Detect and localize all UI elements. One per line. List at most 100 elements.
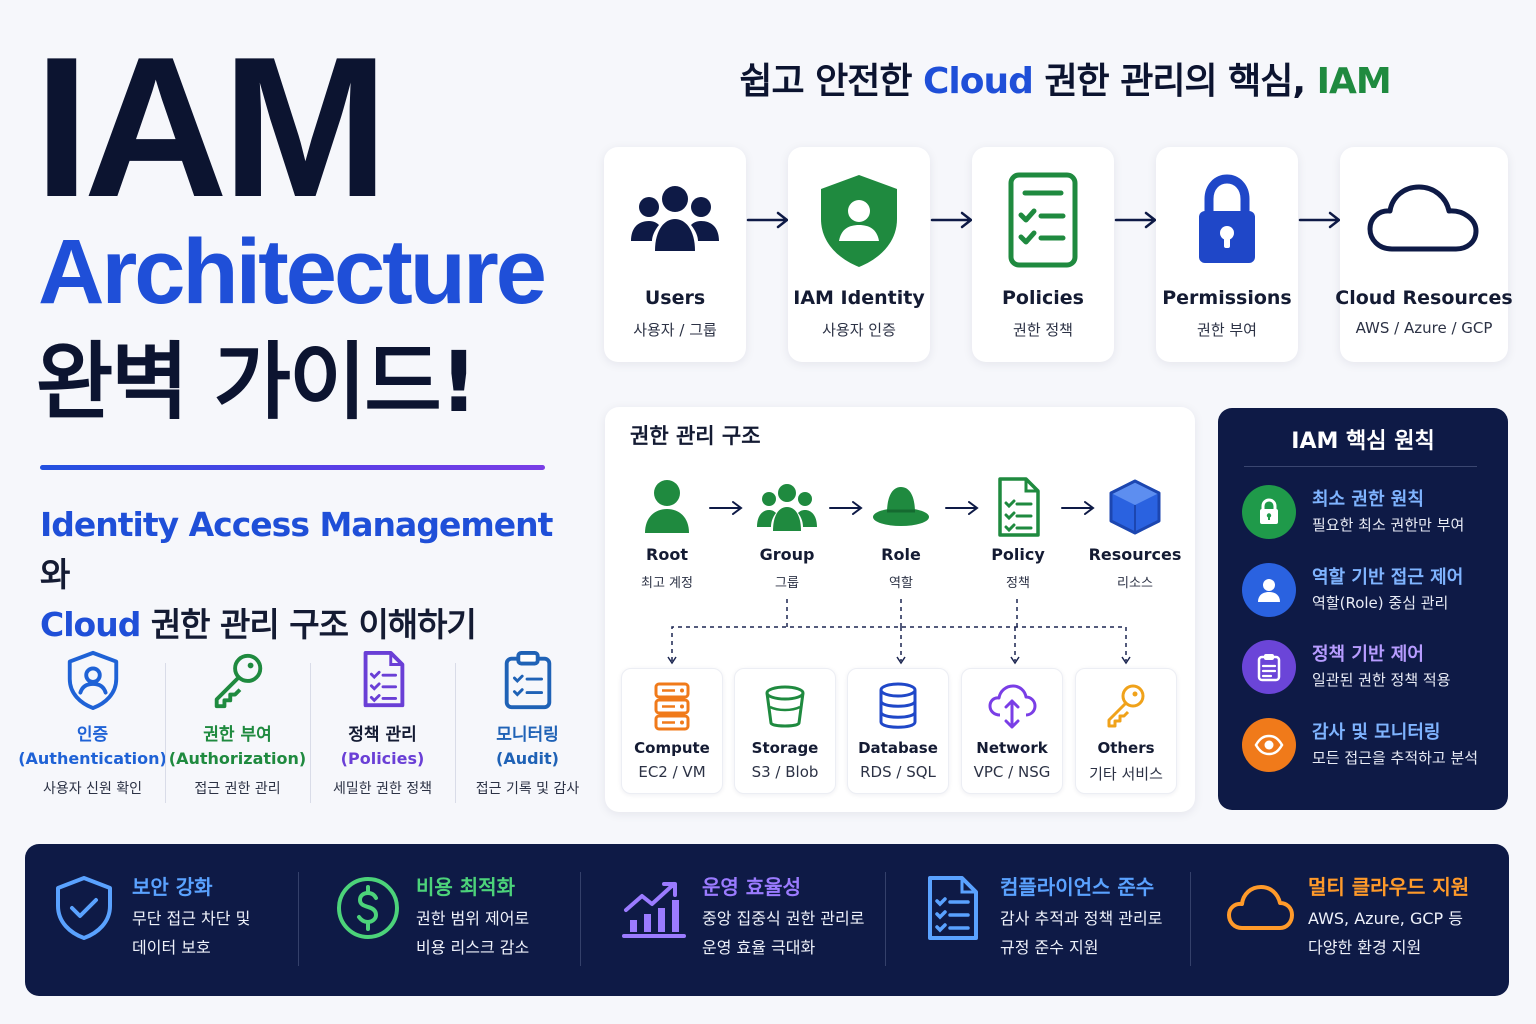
bucket-icon [765, 685, 805, 728]
principle-icon-circle [1242, 485, 1296, 539]
principles-divider [1244, 466, 1477, 467]
node-group: Group 그룹 [732, 475, 842, 591]
feature-policies: 정책 관리 (Policies) 세밀한 권한 정책 [310, 645, 455, 815]
feature-audit: 모니터링 (Audit) 접근 기록 및 감사 [455, 645, 600, 815]
benefit-efficiency: 운영 효율성 중앙 집중식 권한 관리로 운영 효율 극대화 [620, 870, 864, 970]
node-label: Policy [991, 545, 1045, 564]
arrow-right-icon [1298, 211, 1341, 229]
principles-title: IAM 핵심 원칙 [1291, 429, 1435, 454]
node-label: Role [881, 545, 921, 564]
clipboard-icon [1257, 654, 1281, 682]
group-icon [757, 484, 817, 531]
service-label: Network [976, 739, 1048, 757]
flow-card-cloud-resources: Cloud Resources AWS / Azure / GCP [1335, 147, 1513, 362]
node-resources: Resources 리소스 [1080, 475, 1190, 591]
node-label: Root [646, 545, 688, 564]
top-title-part1: 쉽고 안전한 [739, 61, 924, 102]
node-sub: 리소스 [1117, 576, 1153, 591]
cloud-icon [1367, 184, 1479, 252]
service-label: Database [858, 739, 938, 757]
principle-desc: 모든 접근을 추적하고 분석 [1312, 749, 1479, 767]
shield-check-icon [56, 876, 112, 940]
feature-desc: 접근 기록 및 감사 [475, 781, 580, 797]
principle-desc: 일관된 권한 정책 적용 [1312, 671, 1451, 689]
service-label: Others [1097, 739, 1155, 757]
node-root: Root 최고 계정 [612, 475, 722, 591]
flow-label: IAM Identity [793, 287, 925, 309]
service-sub: EC2 / VM [638, 763, 706, 781]
band-divider [298, 872, 299, 966]
lock-icon [1199, 174, 1255, 263]
resource-cube-icon [1109, 479, 1161, 535]
flow-card-policies: Policies 권한 정책 [972, 147, 1114, 362]
benefit-title: 컴플라이언스 준수 [1000, 875, 1155, 899]
principle-audit: 감사 및 모니터링 모든 접근을 추적하고 분석 [1242, 715, 1512, 775]
key-icon [214, 653, 262, 709]
policy-document-icon [363, 650, 404, 708]
benefit-line2: 비용 리스크 감소 [416, 938, 530, 957]
arrow-right-icon [945, 501, 979, 515]
hero-divider [40, 465, 545, 470]
hero-subtitle-part4: 권한 관리 구조 이해하기 [140, 605, 477, 644]
band-divider [1190, 872, 1191, 966]
arrow-right-icon [1114, 211, 1157, 229]
clipboard-checklist-icon [504, 650, 551, 710]
users-group-icon [631, 186, 719, 251]
principle-title: 최소 권한 원칙 [1312, 489, 1424, 510]
benefit-line1: 중앙 집중식 권한 관리로 [702, 909, 865, 928]
principle-rbac: 역할 기반 접근 제어 역할(Role) 중심 관리 [1242, 560, 1512, 620]
hero-title-architecture: Architecture [38, 221, 547, 323]
node-sub: 정책 [1006, 576, 1030, 591]
database-icon [879, 682, 917, 729]
cloud-icon [1227, 885, 1294, 930]
arrow-right-icon [709, 501, 743, 515]
node-role: Role 역할 [846, 475, 956, 591]
benefit-line1: 감사 추적과 정책 관리로 [1000, 909, 1163, 928]
hero-subtitle-part2: 와 [40, 555, 70, 594]
principle-icon-circle [1242, 563, 1296, 617]
service-sub: S3 / Blob [751, 763, 819, 781]
benefits-band [25, 844, 1509, 996]
principle-policy-based: 정책 기반 제어 일관된 권한 정책 적용 [1242, 637, 1512, 697]
service-sub: RDS / SQL [860, 763, 936, 781]
feature-row: 인증 (Authentication) 사용자 신원 확인 권한 부여 (Aut… [18, 645, 600, 815]
root-user-icon [645, 480, 689, 533]
flow-sub: 권한 정책 [1013, 321, 1073, 339]
principle-least-privilege: 최소 권한 원칙 필요한 최소 권한만 부여 [1242, 482, 1512, 542]
benefit-multicloud: 멀티 클라우드 지원 AWS, Azure, GCP 등 다양한 환경 지원 [1226, 870, 1469, 970]
top-title-part4: IAM [1316, 61, 1392, 102]
key-icon [1107, 684, 1145, 728]
feature-sub: (Audit) [496, 749, 559, 768]
connector-lines [667, 599, 1131, 665]
feature-sub: (Policies) [340, 749, 425, 768]
flow-label: Users [644, 287, 706, 309]
benefit-compliance: 컴플라이언스 준수 감사 추적과 정책 관리로 규정 준수 지원 [918, 870, 1162, 970]
role-hat-icon [873, 487, 929, 526]
principle-title: 감사 및 모니터링 [1312, 722, 1441, 743]
flow-sub: 권한 부여 [1197, 321, 1257, 339]
service-compute: Compute EC2 / VM [621, 668, 723, 794]
user-shield-icon [67, 650, 118, 711]
feature-label: 모니터링 [496, 725, 559, 745]
flow-label: Policies [1002, 287, 1084, 309]
feature-label: 인증 [76, 725, 109, 745]
feature-desc: 접근 권한 관리 [194, 781, 281, 797]
top-title-part3: 권한 관리의 핵심, [1032, 61, 1317, 102]
feature-sub: (Authorization) [168, 749, 307, 768]
arrow-right-icon [829, 501, 863, 515]
top-title-part2: Cloud [923, 61, 1034, 102]
chart-growth-icon [622, 882, 686, 938]
benefit-title: 멀티 클라우드 지원 [1308, 875, 1470, 899]
user-icon [1258, 579, 1280, 602]
principle-desc: 필요한 최소 권한만 부여 [1312, 516, 1465, 534]
benefit-security: 보안 강화 무단 접근 차단 및 데이터 보호 [50, 870, 250, 970]
benefit-line1: AWS, Azure, GCP 등 [1308, 909, 1463, 928]
node-label: Group [759, 545, 815, 564]
hero-subtitle: Identity Access Management와 Cloud 권한 관리 … [40, 500, 580, 650]
top-title: 쉽고 안전한 Cloud 권한 관리의 핵심, IAM [600, 52, 1530, 104]
node-policy: Policy 정책 [963, 475, 1073, 591]
policy-icon [998, 477, 1040, 537]
flow-label: Cloud Resources [1335, 287, 1513, 309]
eye-icon [1254, 734, 1284, 756]
flow-sub: 사용자 인증 [822, 321, 896, 339]
